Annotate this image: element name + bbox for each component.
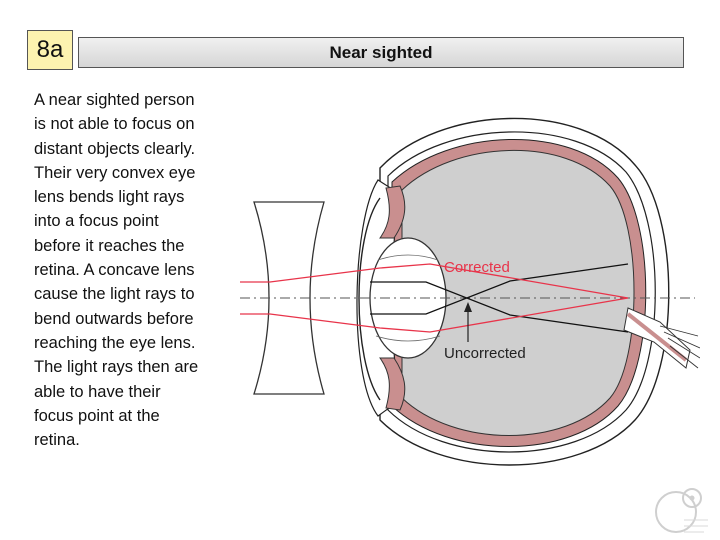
- cornea: [358, 197, 381, 401]
- corrected-rays: [240, 263, 629, 333]
- iris-upper: [379, 185, 406, 239]
- science-logo: [655, 488, 708, 533]
- description-text: A near sighted person is not able to foc…: [34, 91, 199, 450]
- optic-nerve: [623, 307, 700, 369]
- uncorrected-label: Uncorrected: [444, 345, 526, 362]
- corrected-label: Corrected: [444, 259, 510, 276]
- slide-number: 8a: [27, 30, 73, 70]
- slide-title: Near sighted: [78, 37, 684, 68]
- eye-diagram: Corrected Uncorrected: [240, 117, 700, 466]
- iris-lower: [379, 357, 406, 411]
- vitreous-body: [401, 150, 635, 436]
- pointer-arrowhead: [464, 302, 472, 312]
- uncorrected-rays: [370, 263, 629, 333]
